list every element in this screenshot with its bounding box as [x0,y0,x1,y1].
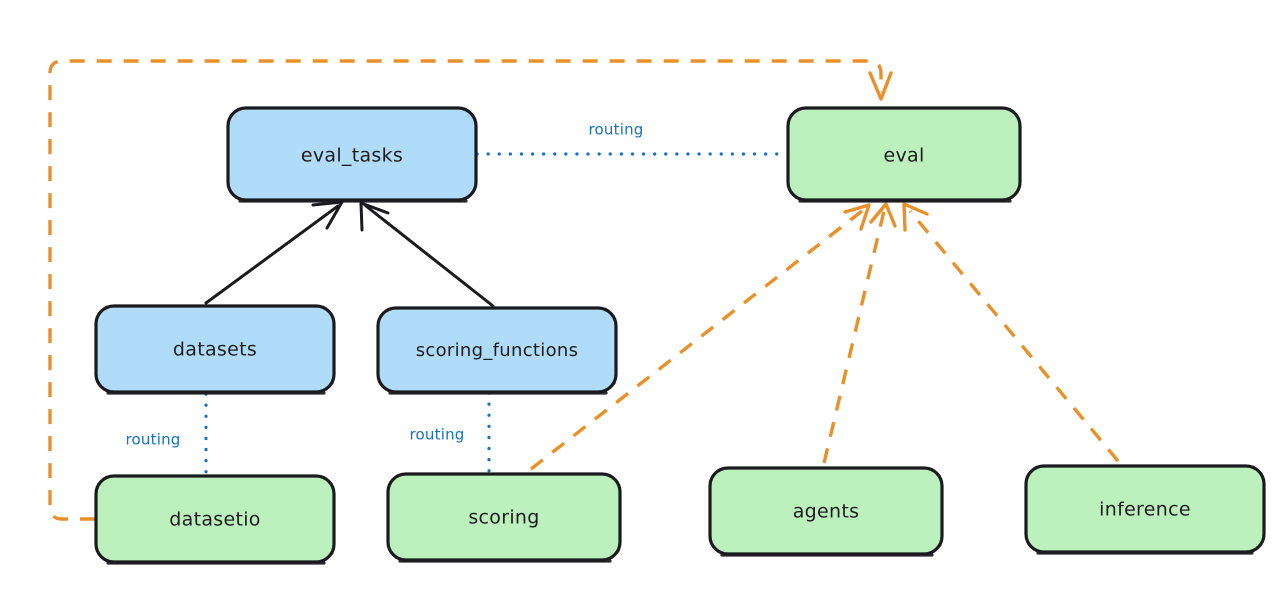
edge-label-routing-scoring: routing [410,426,465,444]
edge-datasetio-eval [48,59,893,521]
node-agents[interactable]: agents [708,466,944,557]
node-scoring_functions[interactable]: scoring_functions [376,306,618,395]
node-label-agents: agents [793,501,860,523]
node-eval_tasks[interactable]: eval_tasks [226,106,478,203]
node-scoring[interactable]: scoring [386,472,622,563]
edge-label-routing-eval: routing [589,121,644,139]
node-label-eval_tasks: eval_tasks [301,145,403,167]
edge-scoring-eval [529,203,871,471]
node-datasets[interactable]: datasets [94,304,336,395]
edge-datasets-eval_tasks [204,200,344,305]
node-label-datasetio: datasetio [169,509,260,531]
node-label-scoring_functions: scoring_functions [416,340,579,361]
node-label-inference: inference [1099,499,1191,521]
node-label-eval: eval [883,145,924,167]
node-datasetio[interactable]: datasetio [94,474,336,565]
edge-label-routing-datasetio: routing [126,431,181,449]
edge-inference-eval [902,202,1120,463]
node-label-datasets: datasets [173,339,257,361]
node-eval[interactable]: eval [786,106,1022,203]
node-inference[interactable]: inference [1024,464,1266,555]
node-label-scoring: scoring [468,507,539,529]
edge-agents-eval [822,202,897,464]
edge-scoringfn-eval_tasks [359,201,495,308]
